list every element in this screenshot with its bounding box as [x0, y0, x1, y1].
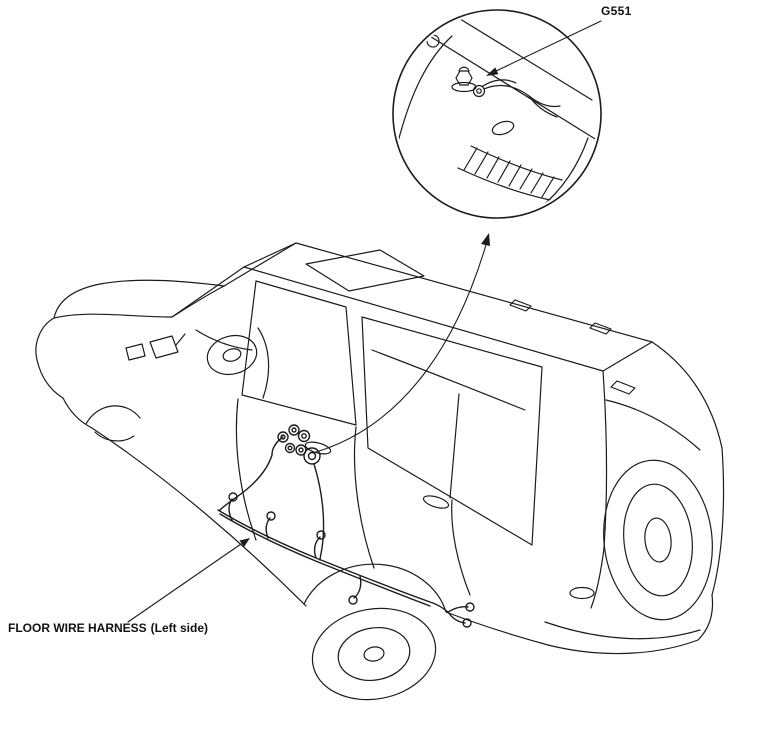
roof-far-edge: [296, 243, 652, 342]
panel-curve-left: [398, 36, 452, 142]
corrugated-tube: [458, 146, 562, 200]
seat-back-line: [258, 328, 269, 398]
detail-circle-contents: [398, 14, 600, 219]
callout-arrows: [128, 21, 601, 622]
harness-end-branch-1: [448, 607, 468, 612]
roof-fitting-front: [510, 300, 531, 311]
ground-point-label: G551: [601, 4, 632, 18]
harness-branch-3: [315, 537, 320, 558]
rear-wheel-tire: [305, 599, 443, 709]
rear-far-corner: [652, 342, 722, 448]
rear-wheel-hub: [363, 645, 385, 662]
rocker-rear: [446, 612, 548, 645]
ground-wire-2: [529, 96, 557, 117]
grommet: [304, 448, 320, 464]
spare-tire-outer: [596, 455, 720, 625]
mid-door-seam: [355, 427, 374, 568]
harness-leader-line: [128, 544, 241, 622]
front-door-handle: [304, 440, 332, 456]
front-door-window: [242, 281, 356, 425]
rear-right-edge: [712, 448, 724, 595]
body-panel-edge-2: [452, 14, 592, 100]
ground-terminal: [452, 67, 560, 117]
sunroof: [306, 250, 424, 291]
floor-wire-harness: [218, 425, 474, 627]
detail-inset: [393, 10, 601, 219]
inset-callout-curve: [316, 238, 488, 452]
rear-side-window: [362, 317, 542, 545]
far-window-sill: [372, 350, 525, 410]
tailgate-window-line: [606, 400, 700, 450]
front-door-seam: [236, 399, 256, 540]
spare-tire-hub: [643, 517, 673, 563]
a-pillar-near: [172, 267, 244, 317]
front-bumper: [63, 398, 92, 428]
harness-main-run-2: [220, 514, 430, 606]
ground-wire-3: [483, 80, 516, 86]
rear-door-handle: [422, 493, 450, 510]
harness-label-name: FLOOR WIRE HARNESS: [8, 621, 147, 635]
terminal-bolt: [456, 71, 472, 85]
panel-hole-oval: [491, 119, 516, 137]
rocker-line: [92, 428, 306, 606]
ring-terminal: [474, 86, 485, 97]
steering-wheel: [203, 330, 261, 380]
roof-front-edge: [244, 243, 296, 267]
front-wheel-arch: [86, 406, 140, 424]
rear-door-seam: [452, 500, 470, 595]
side-mirror-stem: [176, 334, 185, 345]
harness-main-run: [218, 510, 448, 612]
hood-far-edge: [100, 280, 224, 286]
tailgate-seam: [591, 548, 604, 608]
front-wheel: [95, 432, 134, 441]
rear-bumper-bottom: [548, 640, 698, 654]
detail-circle: [393, 10, 601, 218]
front-face: [36, 318, 63, 398]
floor-wire-harness-label: FLOOR WIRE HARNESS(Left side): [8, 621, 208, 635]
cluster-lead: [272, 437, 283, 455]
g551-arrowhead: [486, 67, 499, 76]
rear-wheel-arch: [304, 564, 446, 612]
spare-tire-inner: [618, 481, 697, 599]
roof-fitting-rear: [590, 323, 611, 334]
d-pillar: [603, 371, 607, 548]
tailgate-handle: [570, 588, 594, 599]
vehicle-outline: [36, 243, 724, 709]
harness-arrowhead: [239, 538, 250, 547]
cluster-drop-wire: [220, 455, 272, 510]
grommet-drop-wire: [314, 464, 324, 560]
cowl-line: [172, 286, 224, 317]
rear-wheel-rim: [334, 622, 414, 686]
harness-label-side: (Left side): [150, 621, 209, 635]
far-side-mirror: [126, 344, 145, 360]
hood-near-edge: [54, 314, 172, 318]
terminal-bolt-top: [459, 67, 469, 71]
rear-corner-lower: [698, 595, 712, 640]
g551-leader-line: [494, 21, 601, 72]
tail-lamp: [611, 381, 635, 394]
hood-front-corner: [54, 284, 100, 318]
connector-cluster: [278, 425, 320, 464]
c-pillar-divider: [450, 394, 459, 498]
dashboard-line: [196, 330, 252, 350]
roof-near-rail: [244, 267, 603, 371]
steering-wheel-hub: [222, 347, 242, 363]
side-mirror: [150, 336, 178, 358]
a-pillar-far: [224, 243, 296, 286]
harness-branch-2: [266, 518, 270, 538]
roof-rear-edge: [603, 342, 652, 371]
rear-bumper-top: [545, 622, 700, 639]
inset-callout-arrowhead: [481, 233, 490, 246]
